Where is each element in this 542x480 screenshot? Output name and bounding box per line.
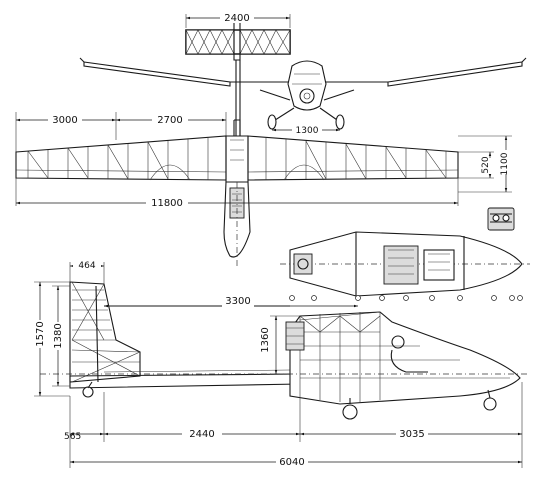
side-fin <box>69 281 141 383</box>
wing-section-icon <box>487 207 515 231</box>
dim-rear-overhang: 565 <box>64 432 81 442</box>
front-view: 2400 1300 <box>79 11 527 136</box>
tailplane <box>185 21 291 61</box>
dim-forward-section: 3035 <box>399 429 424 440</box>
dim-overall-length: 6040 <box>279 457 304 468</box>
dim-wing-chord-b: 1100 <box>500 152 510 175</box>
dim-tail-height: 1380 <box>53 323 64 348</box>
side-fuselage <box>285 311 521 420</box>
plan-left-wing <box>15 135 227 181</box>
cockpit-plan <box>280 231 530 301</box>
dim-overall-height: 1570 <box>35 321 46 346</box>
plan-right-wing <box>247 135 459 181</box>
plan-view: 3000 2700 <box>15 112 515 268</box>
dim-wheel-track: 1300 <box>296 126 319 136</box>
dim-tail-boom: 2440 <box>189 429 214 440</box>
station-markers <box>289 295 523 301</box>
dim-wing-inner-left: 3000 <box>52 115 77 126</box>
plan-fuselage <box>223 181 251 268</box>
dim-cockpit-height: 1360 <box>260 327 271 352</box>
side-view: 464 3300 1570 1380 1360 565 2440 <box>33 259 530 468</box>
dim-wing-span: 11800 <box>151 198 183 209</box>
dim-tail-span: 2400 <box>224 13 249 24</box>
dim-wing-chord-a: 520 <box>481 156 491 173</box>
dim-fin-chord: 464 <box>78 261 95 271</box>
dim-wing-inner-right: 2700 <box>157 115 182 126</box>
dim-fin-to-cockpit: 3300 <box>225 296 250 307</box>
front-fuselage <box>259 60 355 130</box>
